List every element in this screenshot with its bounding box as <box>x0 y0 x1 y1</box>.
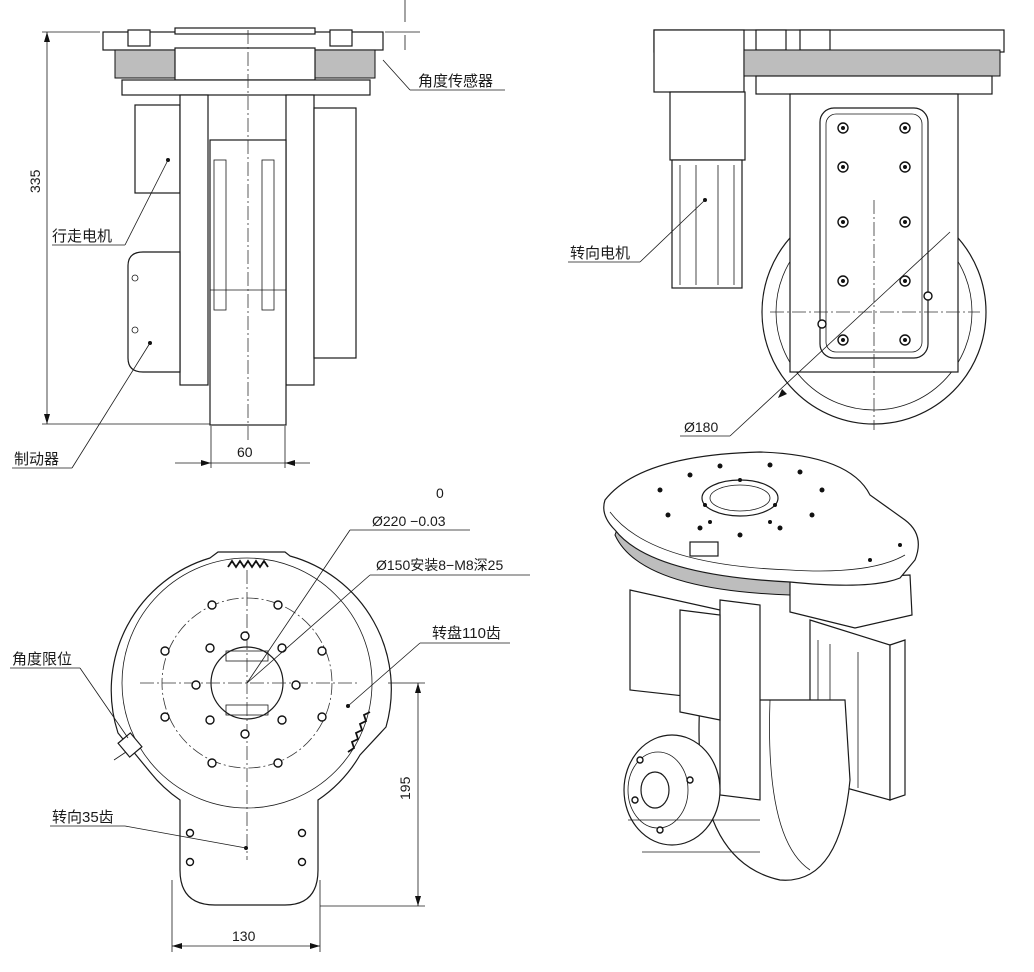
label-angle-sensor: 角度传感器 <box>418 73 493 90</box>
front-view <box>12 0 505 469</box>
dim-tolerance-upper: 0 <box>436 485 444 501</box>
dim-offset-195: 195 <box>397 776 413 800</box>
iso-bolts <box>657 462 902 562</box>
label-drive-motor: 行走电机 <box>52 228 112 245</box>
turntable-outline <box>110 551 392 906</box>
dim-height-335: 335 <box>27 169 43 193</box>
label-brake: 制动器 <box>14 451 59 468</box>
drive-motor-body <box>134 104 181 194</box>
dim-wheel-diameter: Ø180 <box>684 419 718 435</box>
top-view <box>10 529 530 952</box>
side-view <box>568 29 1005 437</box>
label-steering-teeth: 转向35齿 <box>52 809 114 826</box>
side-gear-band <box>743 49 1001 77</box>
iso-brake <box>623 734 721 846</box>
label-turntable-teeth: 转盘110齿 <box>432 624 501 642</box>
dim-outer-diameter: Ø220 −0.03 <box>372 513 446 529</box>
brake-body <box>127 251 181 373</box>
dim-width-60: 60 <box>237 444 253 460</box>
label-steering-motor: 转向电机 <box>570 245 630 262</box>
dim-mount-diameter: Ø150安装8−M8深25 <box>376 557 503 573</box>
top-view-holes <box>160 600 327 867</box>
side-bolts <box>817 122 933 346</box>
label-angle-limit: 角度限位 <box>12 651 72 668</box>
angle-limit-switch <box>113 732 143 761</box>
dim-width-130: 130 <box>232 928 256 944</box>
steering-motor-body <box>669 91 746 161</box>
isometric-view <box>603 451 919 881</box>
iso-top-plate <box>603 451 919 586</box>
